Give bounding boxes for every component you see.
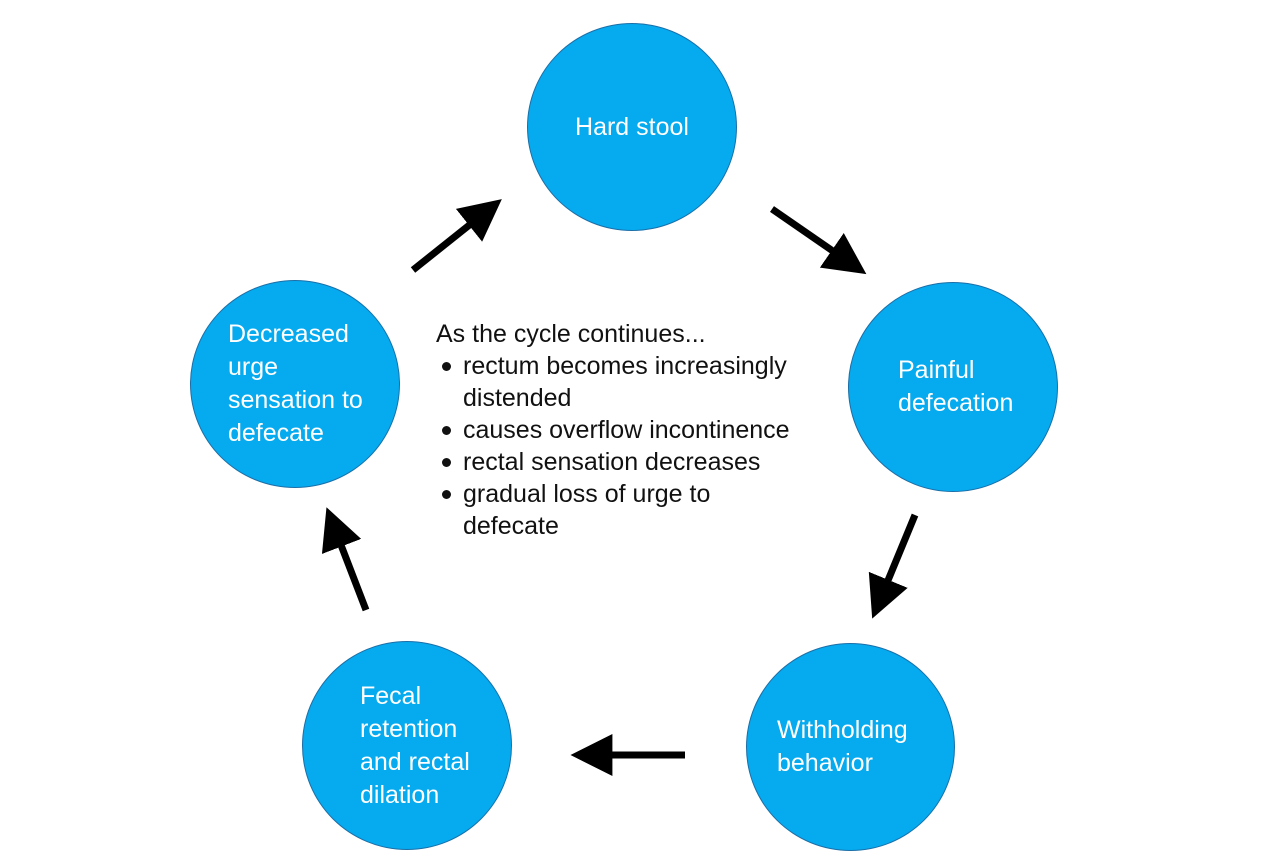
node-fecal-retention: Fecal retention and rectal dilation: [302, 641, 512, 850]
bullet-dot: [442, 458, 451, 467]
node-hard-stool-label: Hard stool: [575, 112, 689, 141]
bullet-dot: [442, 490, 451, 499]
cycle-note-item: gradual loss of urge to defecate: [436, 478, 836, 542]
node-withholding-behavior: Withholding behavior: [746, 643, 955, 851]
node-painful-defecation: Painful defecation: [848, 282, 1058, 492]
bullet-dot: [442, 362, 451, 371]
cycle-note-item: rectum becomes increasingly distended: [436, 350, 836, 414]
node-hard-stool: Hard stool: [527, 23, 737, 231]
arrow-painful-defecation-to-withholding-behavior: [868, 513, 919, 619]
bullet-dot: [442, 426, 451, 435]
node-painful-defecation-label: Painful defecation: [898, 356, 1014, 417]
cycle-note-text: rectum becomes increasingly distended: [463, 352, 787, 412]
cycle-note-item: rectal sensation decreases: [436, 446, 836, 478]
node-decreased-urge: Decreased urge sensation to defecate: [190, 280, 400, 488]
cycle-notes-list: rectum becomes increasingly distended ca…: [436, 350, 836, 542]
arrow-decreased-urge-to-hard-stool: [410, 199, 502, 273]
cycle-notes: As the cycle continues... rectum becomes…: [436, 318, 836, 542]
cycle-notes-heading: As the cycle continues...: [436, 320, 706, 348]
node-withholding-behavior-label: Withholding behavior: [777, 716, 908, 777]
cycle-note-text: gradual loss of urge to defecate: [463, 480, 711, 540]
cycle-note-text: rectal sensation decreases: [463, 448, 761, 476]
node-decreased-urge-label: Decreased urge sensation to defecate: [228, 320, 363, 447]
arrow-fecal-retention-to-decreased-urge: [321, 507, 370, 612]
cycle-note-item: causes overflow incontinence: [436, 414, 836, 446]
node-fecal-retention-label: Fecal retention and rectal dilation: [360, 681, 470, 809]
arrow-hard-stool-to-painful-defecation: [770, 206, 867, 275]
cycle-note-text: causes overflow incontinence: [463, 416, 790, 444]
